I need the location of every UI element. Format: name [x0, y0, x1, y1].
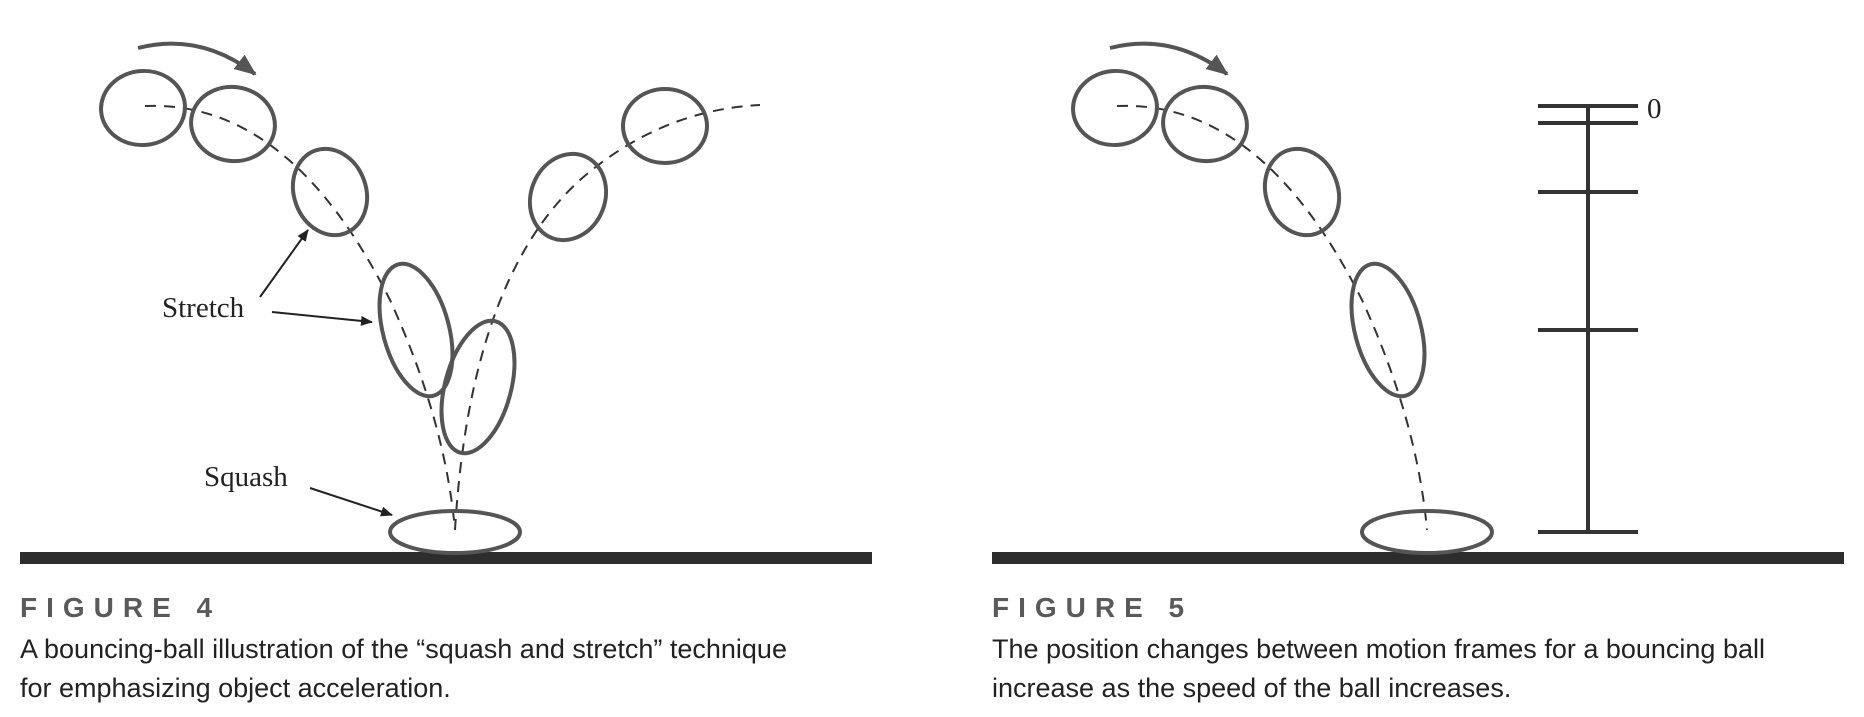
figure-4-heading: FIGURE 4	[20, 592, 222, 623]
stretch-leader-upper	[259, 229, 309, 298]
ball-frame-5-stretch	[439, 318, 517, 456]
ball-frame-4-stretch	[377, 261, 455, 399]
ball-frame-7	[621, 87, 709, 165]
stretch-leader-lower	[271, 311, 373, 326]
ball-frame-3	[1262, 146, 1342, 238]
figure-5-heading: FIGURE 5	[992, 592, 1194, 623]
figure-5-caption-line-1: The position changes between motion fram…	[992, 634, 1765, 664]
figure-4-panel: FIGURE 4 A bouncing-ball illustration of…	[20, 592, 787, 708]
stretch-label: Stretch	[162, 292, 245, 324]
rotation-arrow	[137, 41, 257, 76]
squash-label: Squash	[204, 461, 288, 493]
rotation-arrow	[1109, 41, 1229, 76]
ball-frame-1	[1071, 68, 1159, 148]
figure-5-diagram: 0	[992, 41, 1844, 564]
figure-5-caption: The position changes between motion fram…	[992, 630, 1765, 708]
position-scale: 0	[1538, 93, 1662, 534]
squash-leader	[309, 487, 393, 517]
figure-4-caption-line-2: for emphasizing object acceleration.	[20, 673, 451, 703]
ball-frame-6	[527, 151, 609, 243]
ground-line	[992, 552, 1844, 564]
ball-frame-2	[1161, 84, 1249, 164]
figure-5-panel: FIGURE 5 The position changes between mo…	[932, 0, 1864, 717]
fall-trajectory	[1116, 104, 1428, 531]
ball-squash	[1360, 509, 1494, 555]
figure-5-caption-line-2: increase as the speed of the ball increa…	[992, 673, 1512, 703]
figure-4-caption-line-1: A bouncing-ball illustration of the “squ…	[20, 634, 787, 664]
figure-4-diagram: Stretch Squash	[20, 41, 872, 564]
ball-frame-2	[189, 84, 277, 164]
ball-frame-4	[1349, 261, 1427, 399]
ball-frame-3	[290, 146, 370, 238]
scale-zero-label: 0	[1647, 93, 1662, 125]
ground-line	[20, 552, 872, 564]
ball-squash	[388, 509, 522, 555]
figure-4-caption: A bouncing-ball illustration of the “squ…	[20, 630, 787, 708]
ball-frame-1	[99, 68, 187, 148]
fall-trajectory	[144, 104, 456, 531]
